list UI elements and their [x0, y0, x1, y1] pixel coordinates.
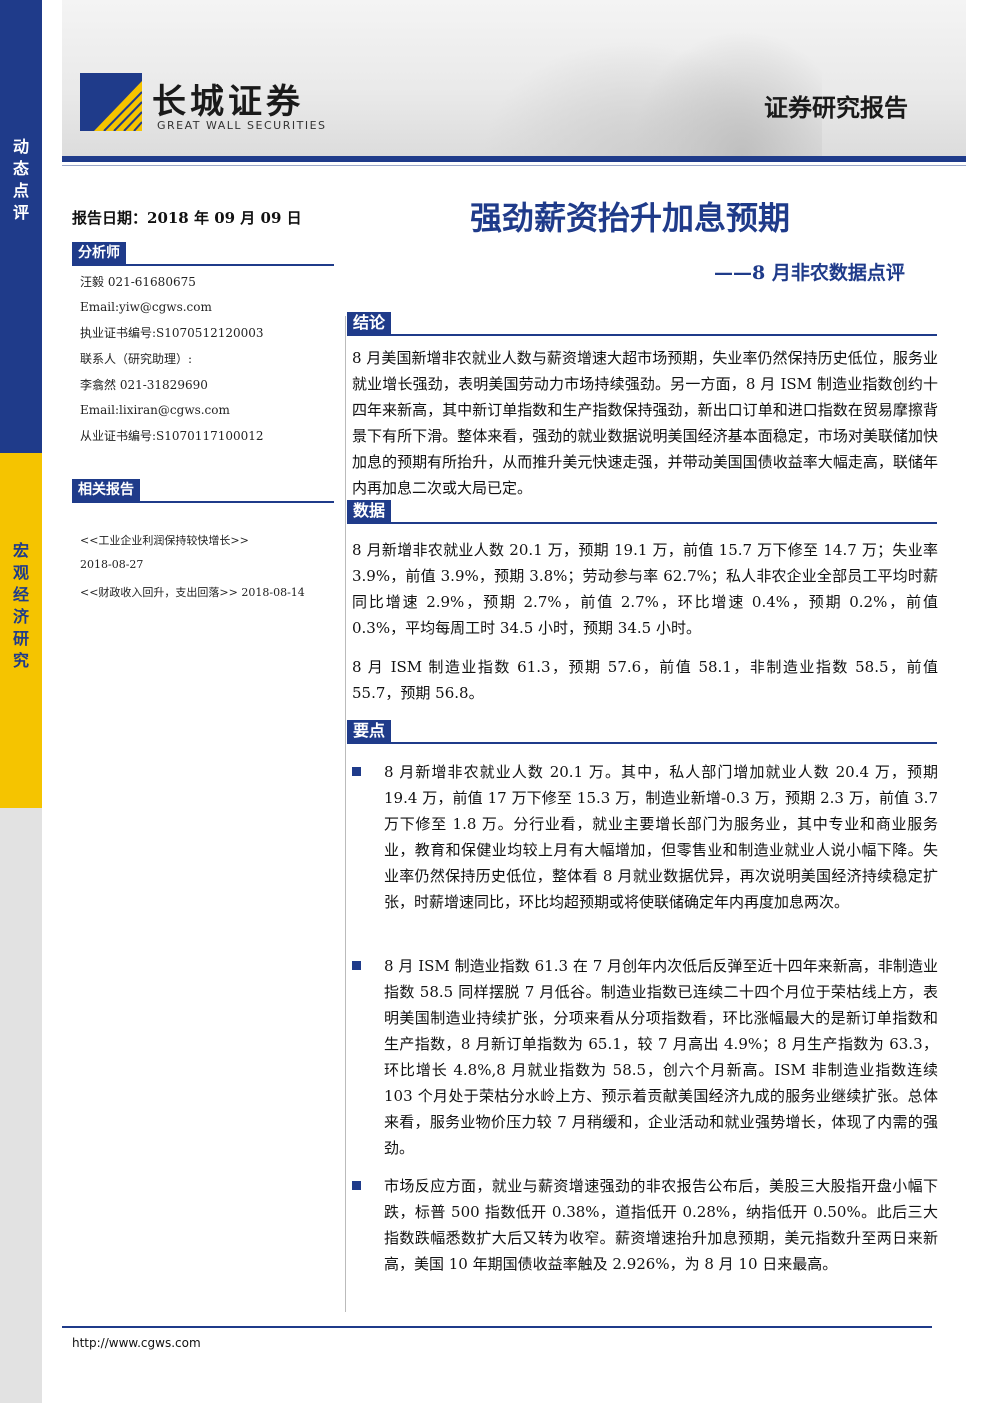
related-heading: 相关报告: [72, 479, 140, 501]
analyst-line: Email:yiw@cgws.com: [80, 300, 212, 314]
sidebar-doc-type: 动 态 点 评: [0, 136, 42, 224]
report-title: 强劲薪资抬升加息预期: [470, 199, 791, 237]
square-bullet-icon: [352, 961, 361, 970]
points-heading: 要点: [347, 720, 392, 742]
points-section-header: 要点: [347, 720, 937, 744]
sidebar-grey-band: [0, 808, 42, 1403]
sidebar-char: 究: [12, 651, 29, 670]
conclusion-heading: 结论: [347, 312, 392, 334]
sidebar-blue-band: [0, 0, 42, 453]
sidebar-char: 宏: [12, 541, 29, 560]
report-type-label: 证券研究报告: [764, 93, 908, 122]
square-bullet-icon: [352, 767, 361, 776]
footer-website-link[interactable]: http://www.cgws.com: [72, 1336, 201, 1350]
analyst-line: 汪毅 021-61680675: [80, 275, 196, 289]
analyst-line: Email:lixiran@cgws.com: [80, 403, 230, 417]
company-logo-icon: [80, 73, 142, 131]
conclusion-section-header: 结论: [347, 312, 937, 336]
related-report-link[interactable]: <<工业企业利润保持较快增长>>: [80, 534, 249, 547]
conclusion-text: 8 月美国新增非农就业人数与薪资增速大超市场预期，失业率仍然保持历史低位，服务业…: [352, 349, 938, 497]
analyst-line: 从业证书编号:S1070117100012: [80, 429, 264, 443]
sidebar-char: 点: [12, 181, 29, 200]
report-subtitle: ——8 月非农数据点评: [714, 262, 905, 284]
related-report-date: 2018-08-27: [80, 558, 144, 571]
sidebar-char: 观: [12, 563, 29, 582]
header-divider: [62, 156, 966, 162]
data-section-header: 数据: [347, 500, 937, 524]
footer-divider: [62, 1326, 932, 1328]
analyst-line: 执业证书编号:S1070512120003: [80, 326, 264, 340]
company-name-cn: 长城证券: [152, 82, 304, 122]
square-bullet-icon: [352, 1181, 361, 1190]
analyst-section-header: 分析师: [72, 242, 334, 266]
header-divider-thin: [62, 165, 966, 166]
key-point-text: 8 月新增非农就业人数 20.1 万。其中，私人部门增加就业人数 20.4 万，…: [384, 763, 938, 911]
sidebar-char: 经: [12, 585, 29, 604]
sidebar-yellow-band: [0, 453, 42, 808]
header-banner: [62, 0, 966, 156]
sidebar-char: 研: [12, 629, 29, 648]
data-heading: 数据: [347, 500, 392, 522]
analyst-heading: 分析师: [72, 242, 126, 264]
sidebar-char: 态: [12, 159, 29, 178]
related-section-header: 相关报告: [72, 479, 334, 503]
key-point-text: 8 月 ISM 制造业指数 61.3 在 7 月创年内次低后反弹至近十四年来新高…: [384, 957, 938, 1157]
analyst-line: 李翕然 021-31829690: [80, 378, 208, 392]
key-point-text: 市场反应方面，就业与薪资增速强劲的非农报告公布后，美股三大股指开盘小幅下跌，标普…: [384, 1177, 938, 1273]
related-report-link[interactable]: <<财政收入回升，支出回落>> 2018-08-14: [80, 586, 305, 599]
analyst-line: 联系人（研究助理）:: [80, 352, 193, 366]
data-paragraph: 8 月新增非农就业人数 20.1 万，预期 19.1 万，前值 15.7 万下修…: [352, 541, 938, 637]
column-divider: [345, 316, 346, 1312]
data-paragraph: 8 月 ISM 制造业指数 61.3，预期 57.6，前值 58.1，非制造业指…: [352, 658, 938, 702]
sidebar-char: 动: [12, 137, 29, 156]
sidebar-category: 宏 观 经 济 研 究: [0, 540, 42, 672]
sidebar-char: 济: [12, 607, 29, 626]
report-date: 报告日期：2018 年 09 月 09 日: [72, 209, 302, 227]
company-name-en: GREAT WALL SECURITIES: [157, 119, 327, 132]
sidebar-char: 评: [12, 203, 29, 222]
header-greatwall-image: [622, 20, 822, 156]
